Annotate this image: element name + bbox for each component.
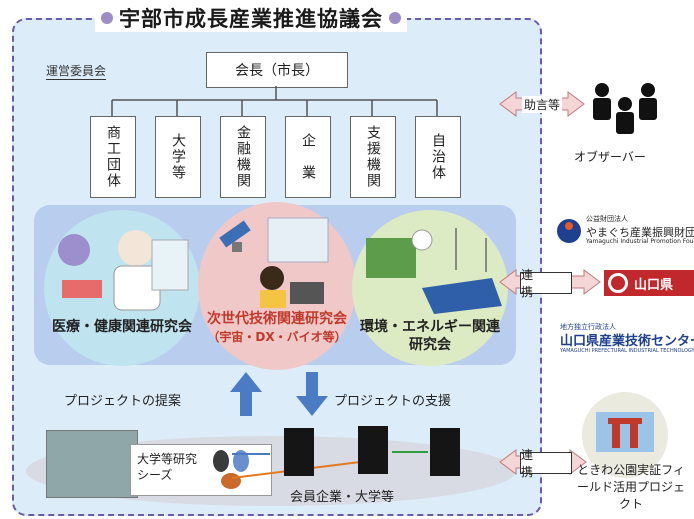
proposal-label: プロジェクトの提案 [64,394,182,409]
observer-people-icon [593,83,657,134]
org1-english: Yamaguchi Industrial Promotion Foundatio… [586,238,694,245]
org3-name: 山口県産業技術センター [560,334,694,349]
solar-wind-illustration [366,228,502,314]
committee-label: 運営委員会 [46,64,107,80]
company-building-icon [430,428,460,476]
satellite-illustration [219,217,329,308]
title-dot-icon [101,12,113,24]
advice-label: 助言等 [522,96,563,113]
medical-circle: 医療・健康関連研究会 [44,210,200,366]
tokiwa-park-photo [596,412,654,452]
seeds-label: 大学等研究シーズ [137,452,198,482]
title-dot-icon [389,12,401,24]
field-label: ときわ公園実証フィールド活用プロジェクト [576,463,685,511]
company-building-icon [284,428,314,476]
member-box: 大学等 [155,116,201,198]
org3-english: YAMAGUCHI PREFECTURAL INDUSTRIAL TECHNOL… [560,348,694,354]
members-label: 会員企業・大学等 [290,490,395,505]
org3-type: 地方独立行政法人 [560,323,616,331]
lab-worker-illustration [58,230,189,311]
field-link-label: 連 携 [520,448,572,479]
member-box: 商工団体 [90,116,136,198]
council-title: 宇部市成長産業推進協議会 [95,4,407,32]
support-label: プロジェクトの支援 [334,394,452,409]
nextgen-circle: 次世代技術関連研究会 （宇宙・DX・バイオ等） [198,202,356,370]
field-circle [582,392,668,478]
member-box: 支援機関 [350,116,396,198]
member-box: 企 業 [285,116,331,198]
environment-label: 環境・エネルギー関連研究会 [360,319,500,353]
university-photo [46,430,138,498]
member-box: 金融機関 [220,116,266,198]
medical-label: 医療・健康関連研究会 [52,319,192,335]
org1-type: 公益財団法人 [586,215,628,223]
foundation-logo-icon [557,219,581,243]
org1-name: やまぐち産業振興財団 [586,226,694,239]
observer-label: オブザーバー [574,150,646,164]
link-label: 連 携 [520,268,572,299]
nextgen-label: 次世代技術関連研究会 （宇宙・DX・バイオ等） [207,311,347,344]
member-box: 自治体 [415,116,461,198]
prefecture-banner: 山口県 [604,270,694,296]
environment-circle: 環境・エネルギー関連研究会 [352,210,508,366]
prefecture-emblem-icon [608,273,628,293]
chair-box: 会長（市長） [206,52,348,88]
company-building-icon [358,426,388,474]
